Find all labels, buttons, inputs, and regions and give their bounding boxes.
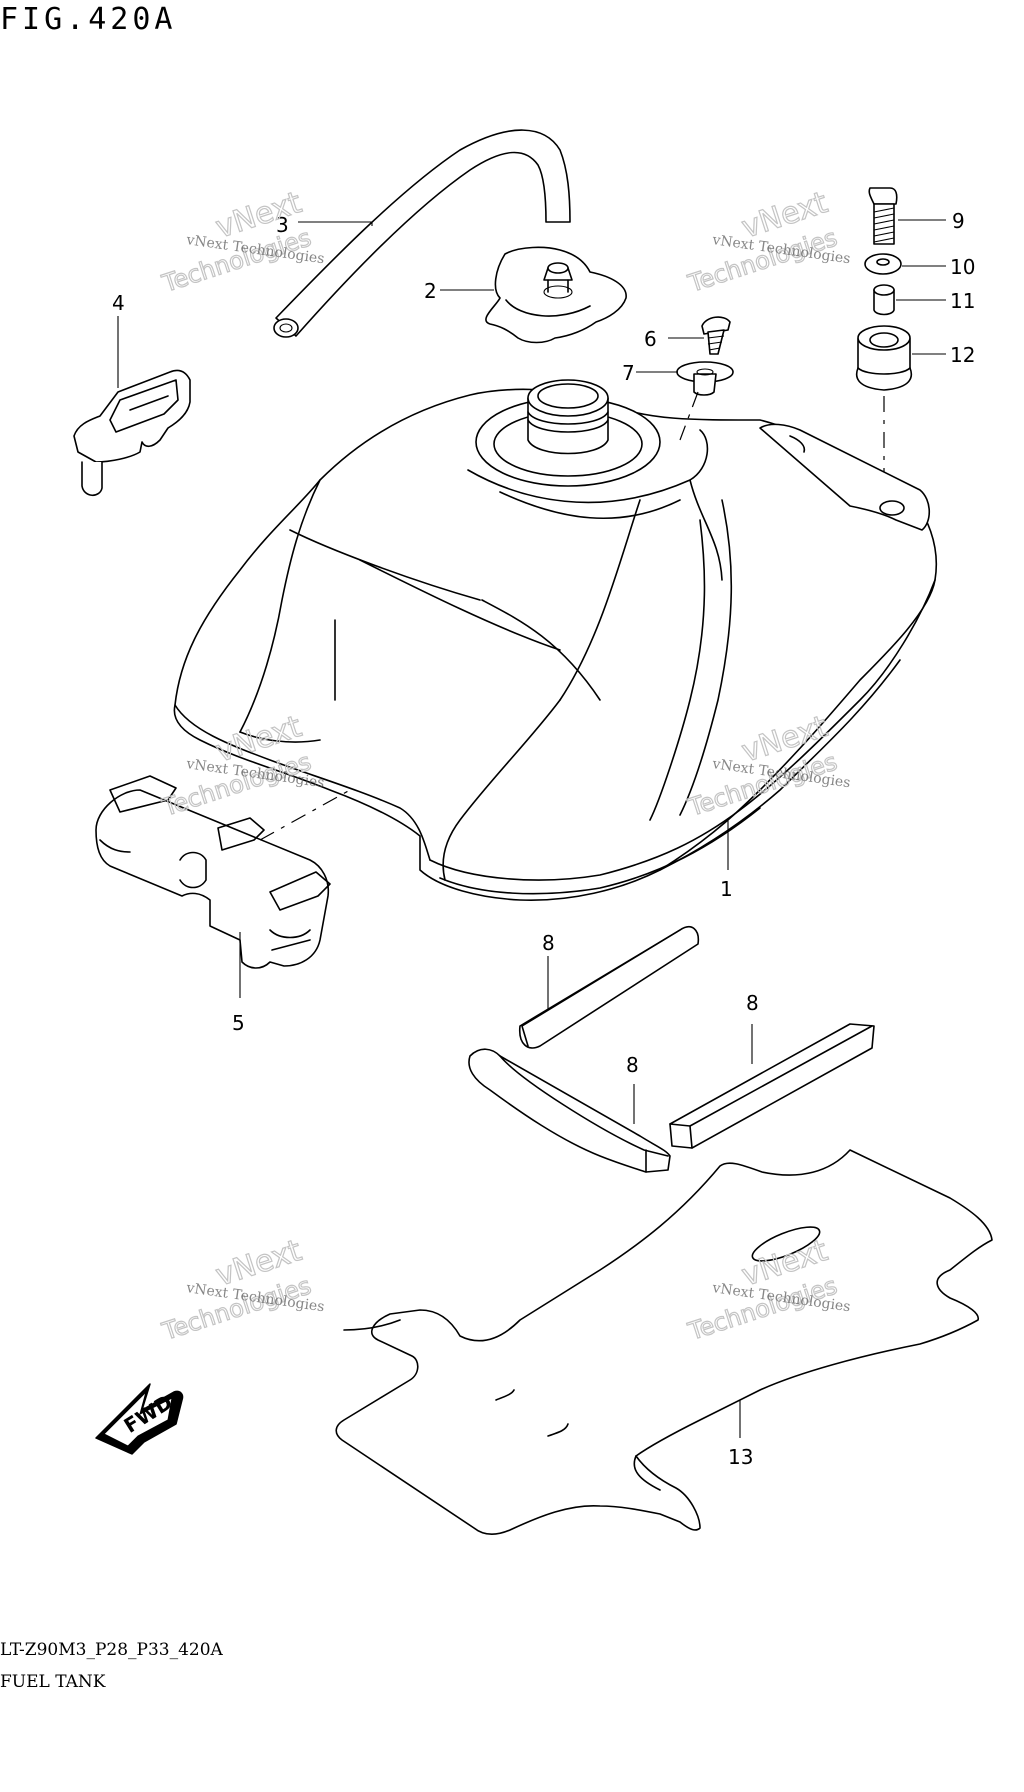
figure-title: FIG.420A: [0, 2, 177, 37]
callout-7: 7: [622, 361, 635, 385]
part-1-fuel-tank[interactable]: [173, 379, 938, 902]
part-10-washer[interactable]: [864, 253, 902, 275]
watermark-bottom-left: vNext Technologies vNext Technologies: [158, 1233, 326, 1347]
part-8-cushion-right[interactable]: [669, 1023, 875, 1149]
part-9-bolt[interactable]: [868, 187, 898, 245]
callout-6: 6: [644, 327, 657, 351]
callout-10: 10: [950, 255, 975, 279]
callout-4: 4: [112, 291, 125, 315]
callout-8a: 8: [542, 931, 555, 955]
part-2-fuel-cap[interactable]: [485, 246, 627, 344]
watermark-top-left: vNext Technologies vNext Technologies: [158, 185, 326, 299]
leader-lines: [117, 219, 946, 1438]
callout-11: 11: [950, 289, 975, 313]
callout-1: 1: [720, 877, 733, 901]
figure-name: FUEL TANK: [0, 1672, 106, 1692]
fwd-direction-arrow-icon: FWD: [95, 1383, 184, 1455]
part-8-cushion-left[interactable]: [468, 1048, 671, 1173]
watermark-top-right: vNext Technologies vNext Technologies: [684, 185, 852, 299]
callout-labels: 1 2 3 4 5 6 7 8 8 8 8 9 10 11 12 13: [112, 209, 975, 1469]
model-code: LT-Z90M3_P28_P33_420A: [0, 1640, 223, 1660]
part-8-cushion-upper[interactable]: [518, 926, 700, 1049]
part-3-breather-hose[interactable]: [273, 129, 571, 338]
part-13-heat-shield[interactable]: [335, 1149, 993, 1536]
callout-12: 12: [950, 343, 975, 367]
callout-9: 9: [952, 209, 965, 233]
part-6-screw[interactable]: [701, 316, 731, 355]
part-11-collar[interactable]: [873, 284, 895, 316]
part-4-bracket[interactable]: [73, 369, 191, 497]
callout-8c: 8: [626, 1053, 639, 1077]
callout-8b: 8: [746, 991, 759, 1015]
callout-5: 5: [232, 1011, 245, 1035]
part-12-grommet[interactable]: [855, 325, 913, 391]
callout-2: 2: [424, 279, 437, 303]
callout-3: 3: [276, 213, 289, 237]
part-5-tank-band[interactable]: [95, 775, 331, 969]
part-7-grommet[interactable]: [676, 361, 734, 396]
callout-13: 13: [728, 1445, 753, 1469]
